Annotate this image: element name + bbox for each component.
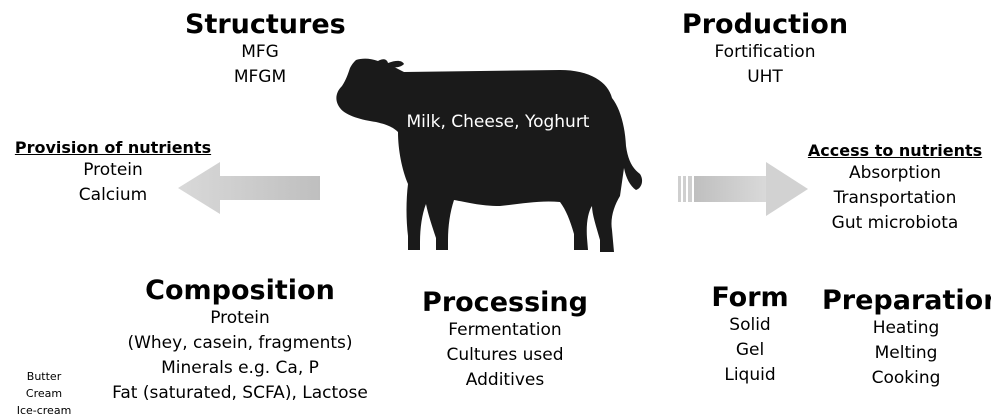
right-arrow — [678, 162, 808, 216]
preparation-item: Cooking — [871, 367, 941, 388]
preparation-item: Melting — [874, 342, 938, 363]
processing-item: Additives — [465, 369, 545, 390]
structures-item: MFGM — [233, 66, 287, 87]
dairy-products-list: Butter Cream Ice-cream — [4, 368, 84, 419]
access-item: Transportation — [833, 188, 957, 208]
processing-title: Processing — [422, 287, 588, 318]
dairy-product: Ice-cream — [16, 404, 72, 417]
dairy-product: Cream — [25, 387, 63, 400]
form-section: Form Solid Gel Liquid — [700, 283, 800, 388]
form-item: Liquid — [724, 364, 776, 385]
processing-item: Fermentation — [448, 319, 562, 340]
composition-section: Composition Protein (Whey, casein, fragm… — [95, 276, 385, 406]
processing-item: Cultures used — [446, 344, 564, 365]
composition-item: Minerals e.g. Ca, P — [161, 357, 319, 378]
structures-section: Structures MFG MFGM — [185, 9, 346, 90]
access-section: Access to nutrients Absorption Transport… — [800, 141, 990, 236]
dairy-product: Butter — [26, 370, 62, 383]
production-section: Production Fortification UHT — [680, 10, 850, 90]
access-item: Gut microbiota — [831, 213, 959, 233]
left-arrow — [178, 162, 320, 214]
form-item: Gel — [735, 339, 765, 360]
form-title: Form — [711, 282, 789, 313]
composition-item: (Whey, casein, fragments) — [127, 332, 353, 353]
structures-item: MFG — [241, 41, 279, 62]
production-item: Fortification — [714, 41, 816, 62]
preparation-section: Preparation Heating Melting Cooking — [822, 285, 991, 391]
structures-title: Structures — [185, 9, 346, 40]
composition-item: Protein — [210, 307, 270, 328]
processing-section: Processing Fermentation Cultures used Ad… — [420, 288, 590, 393]
provision-item: Protein — [83, 160, 143, 180]
provision-item: Calcium — [78, 185, 148, 205]
production-item: UHT — [747, 66, 783, 87]
access-item: Absorption — [848, 163, 942, 183]
cow-label: Milk, Cheese, Yoghurt — [406, 112, 590, 132]
composition-item: Fat (saturated, SCFA), Lactose — [112, 382, 368, 403]
preparation-title: Preparation — [822, 285, 991, 316]
form-item: Solid — [729, 314, 771, 335]
composition-title: Composition — [145, 275, 335, 306]
access-title: Access to nutrients — [807, 141, 983, 160]
production-title: Production — [681, 9, 849, 40]
cow-silhouette — [336, 58, 643, 252]
preparation-item: Heating — [872, 317, 940, 338]
provision-title: Provision of nutrients — [14, 138, 212, 157]
provision-section: Provision of nutrients Protein Calcium — [8, 138, 218, 208]
